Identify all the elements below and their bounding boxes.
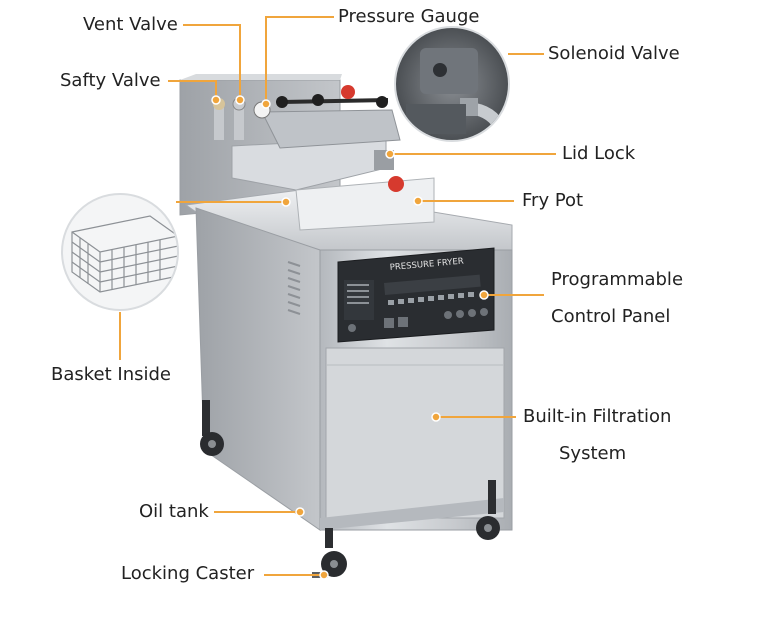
label-built-in-filtration: Built-in Filtration — [523, 406, 672, 427]
leader-vent-valve-dot — [235, 95, 245, 105]
label-safty-valve: Safty Valve — [60, 70, 161, 91]
leader-vent-valve — [183, 24, 241, 100]
cabinet-side — [195, 207, 321, 531]
legs-and-casters — [200, 400, 500, 578]
label-system: System — [559, 443, 627, 464]
leader-control-panel-dot — [479, 290, 489, 300]
red-knob — [341, 85, 355, 99]
leader-lid-lock-dot — [385, 149, 395, 159]
leader-safty-valve-dot — [211, 95, 221, 105]
label-programmable: Programmable — [551, 269, 684, 290]
label-lid-lock: Lid Lock — [562, 143, 636, 164]
label-fry-pot: Fry Pot — [522, 190, 584, 211]
leader-filtration-dot — [431, 412, 441, 422]
leader-pressure-gauge-dot — [261, 99, 271, 109]
leader-oil-tank-dot — [295, 507, 305, 517]
label-control-panel: Control Panel — [551, 306, 671, 327]
label-pressure-gauge: Pressure Gauge — [338, 6, 480, 27]
leader-pressure-gauge — [265, 16, 334, 104]
basket-zoom-circle — [61, 193, 179, 311]
leader-basket-to-pot-dot — [281, 197, 291, 207]
fryer-machine: PRESSURE FRYER — [179, 74, 513, 578]
side-vent-slots — [287, 261, 301, 315]
filtration-door — [325, 347, 505, 519]
leader-fry-pot-dot — [413, 196, 423, 206]
solenoid-zoom-circle — [394, 26, 510, 142]
label-locking-caster: Locking Caster — [121, 563, 255, 584]
label-solenoid-valve: Solenoid Valve — [548, 43, 680, 64]
fry-pot-assembly — [213, 85, 435, 231]
label-vent-valve: Vent Valve — [83, 14, 178, 35]
control-panel: PRESSURE FRYER — [337, 247, 495, 343]
label-basket-inside: Basket Inside — [51, 364, 171, 385]
leader-locking-caster-dot — [319, 570, 329, 580]
lid-lock-knob — [388, 176, 404, 192]
callout-leaders — [119, 16, 556, 580]
label-oil-tank: Oil tank — [139, 501, 209, 522]
leader-safty-valve — [168, 80, 217, 100]
